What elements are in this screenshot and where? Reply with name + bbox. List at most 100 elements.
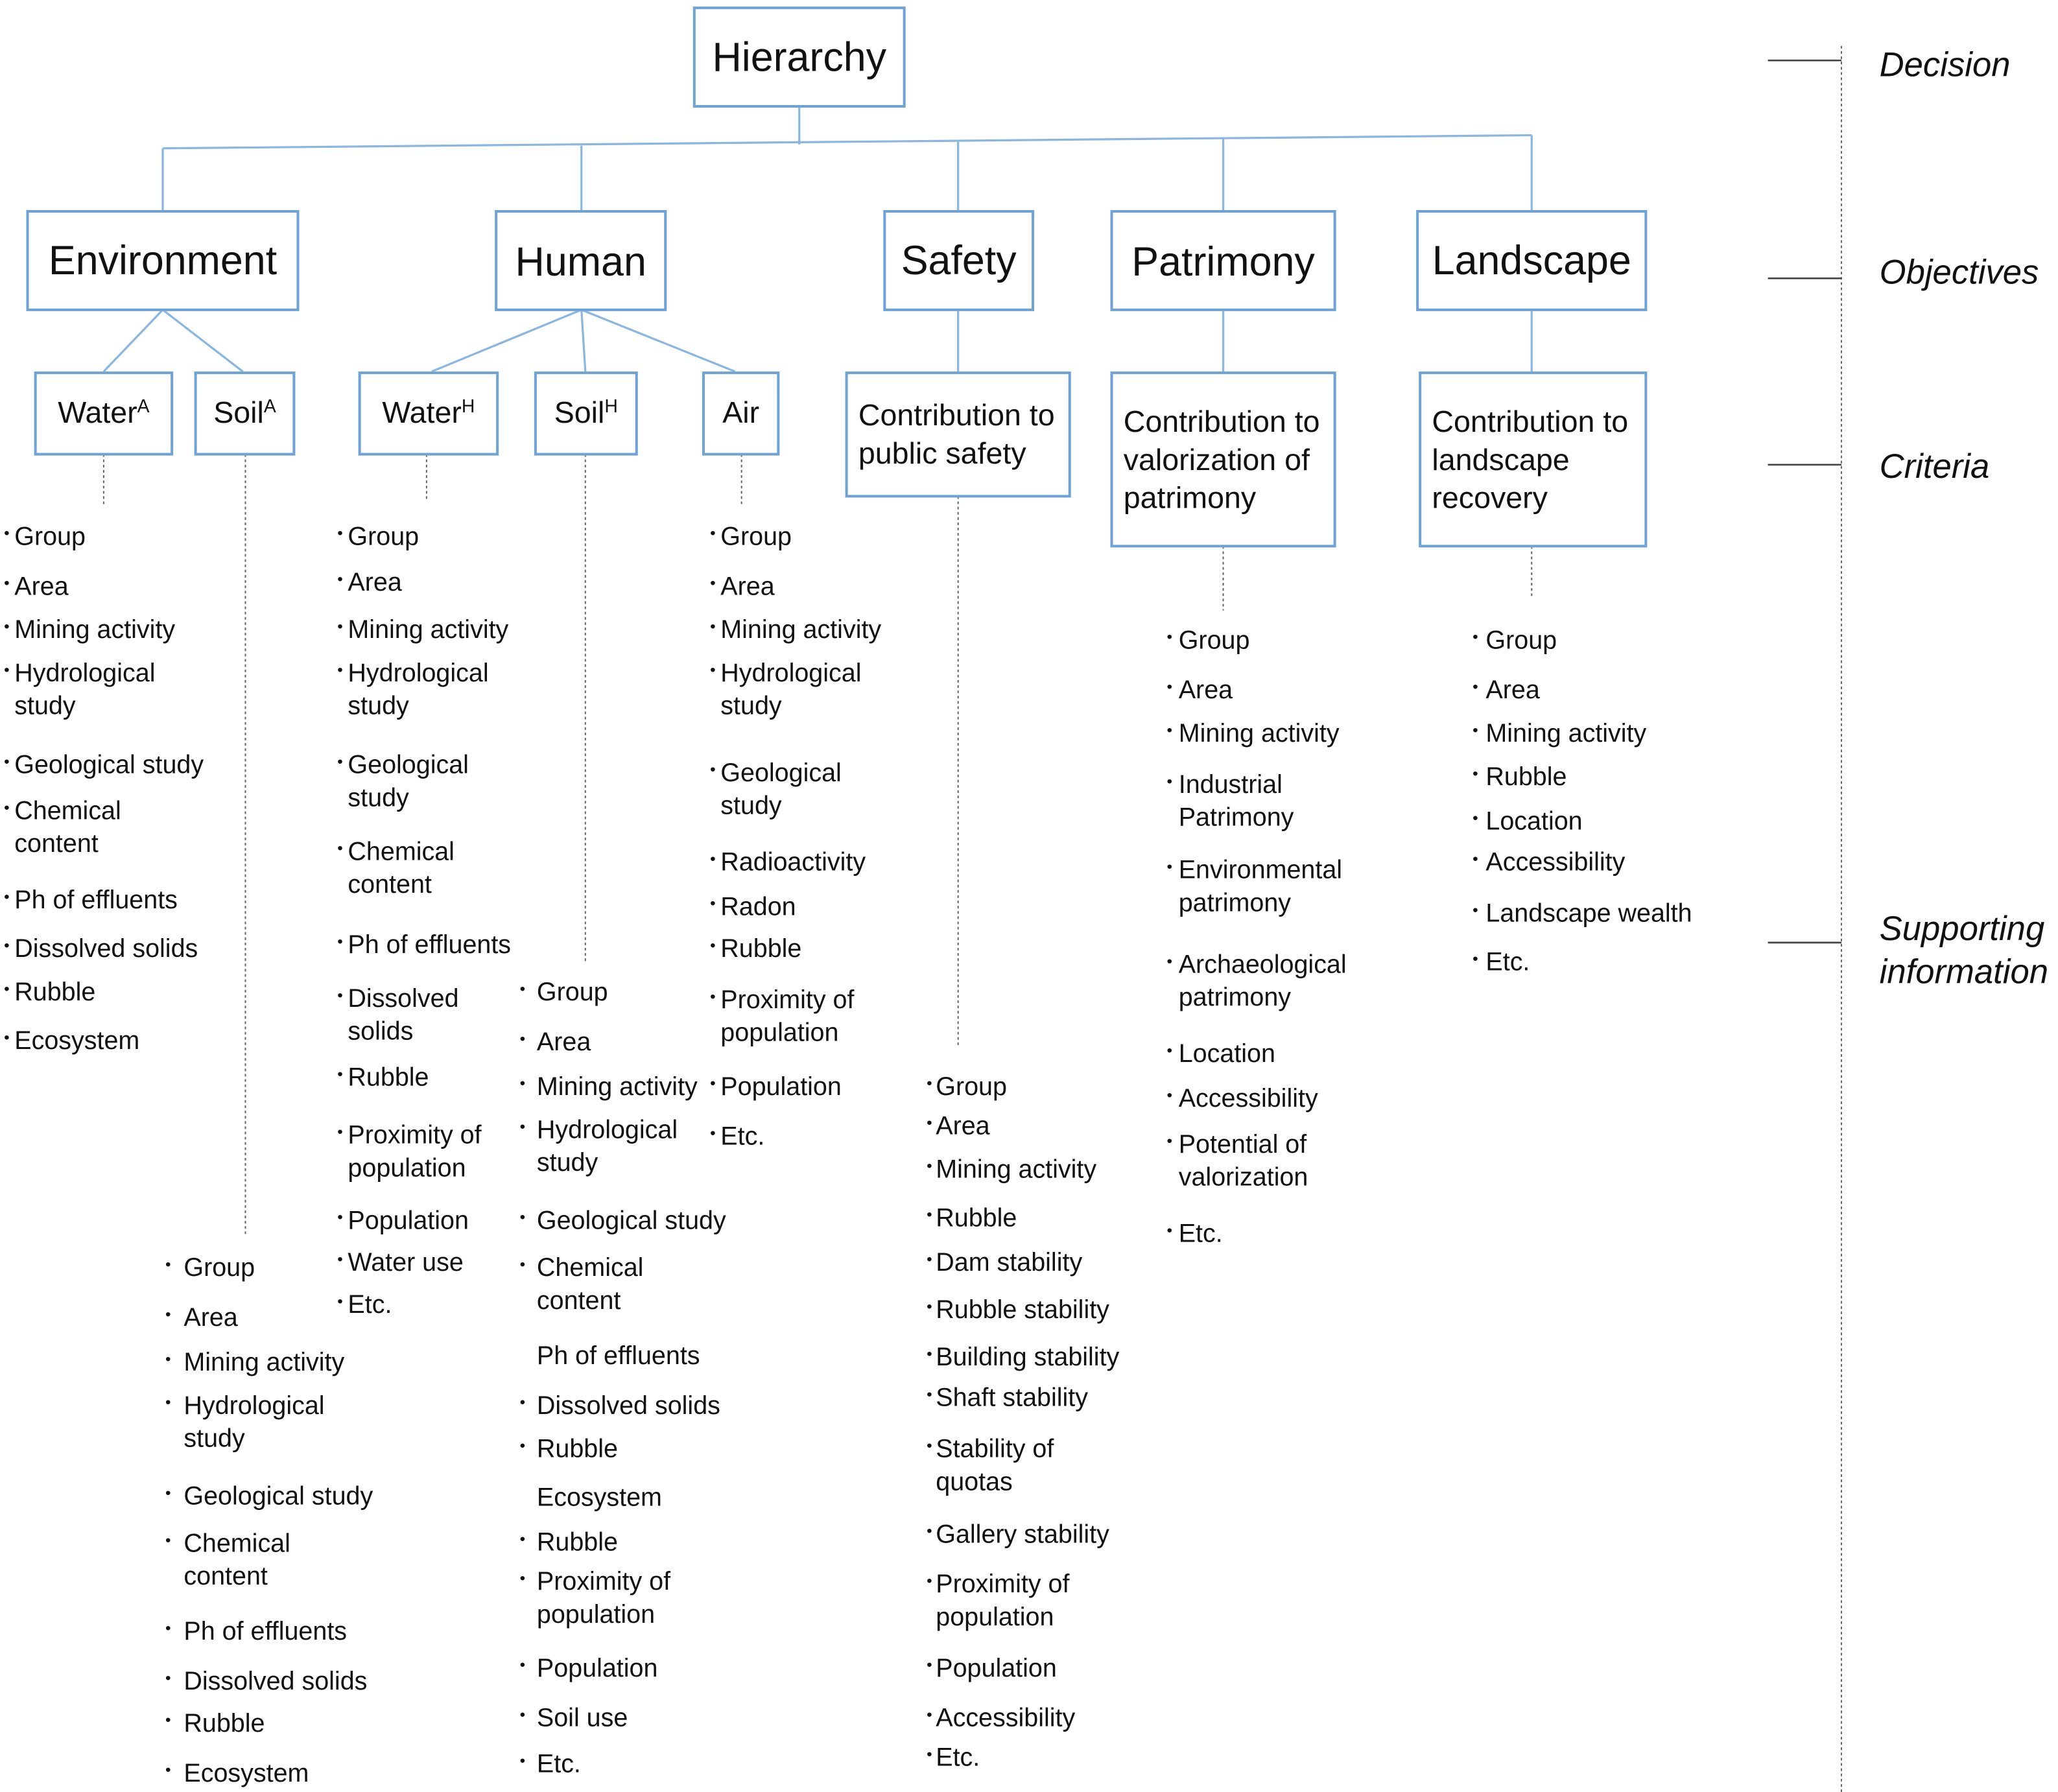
objective-label: Landscape — [1432, 237, 1631, 283]
list-item: Chemical content — [348, 837, 455, 900]
bullet-icon: • — [165, 1255, 171, 1274]
level-criteria: Criteria — [1879, 446, 1990, 486]
list-item: Ph of effluents — [348, 930, 512, 960]
bullet-icon: • — [519, 1393, 526, 1411]
bullet-icon: • — [927, 1745, 932, 1763]
connector-line — [102, 309, 164, 373]
bullet-icon: • — [927, 1571, 932, 1590]
list-item: Group — [14, 522, 86, 552]
bullet-icon: • — [519, 1751, 526, 1770]
bullet-icon: • — [1473, 901, 1478, 919]
bullet-icon: • — [337, 523, 343, 543]
bullet-icon: • — [710, 1074, 716, 1092]
bullet-icon: • — [710, 760, 716, 779]
bullet-icon: • — [1166, 1221, 1173, 1240]
list-item: Group — [183, 1253, 255, 1283]
bullet-icon: • — [519, 979, 526, 998]
list-item: Area — [183, 1303, 238, 1333]
list-item: Hydrological study — [536, 1116, 678, 1178]
list-item: Dissolved solids — [14, 934, 198, 964]
bullet-icon: • — [337, 1291, 343, 1310]
list-item: Ecosystem — [183, 1759, 309, 1788]
list-item: Group — [936, 1072, 1007, 1102]
bullet-icon: • — [1166, 772, 1173, 790]
bullet-icon: • — [519, 1655, 526, 1674]
bullet-icon: • — [165, 1760, 171, 1779]
list-item: Area — [348, 568, 402, 598]
list-item: Dissolved solids — [536, 1391, 720, 1421]
bullet-icon: • — [1473, 949, 1478, 968]
list-item: Group — [720, 522, 792, 552]
objective-label: Environment — [48, 237, 278, 283]
list-item: Landscape wealth — [1485, 899, 1692, 928]
bullet-icon: • — [519, 1255, 526, 1274]
list-item: Proximity of population — [348, 1121, 482, 1183]
list-item: Etc. — [936, 1743, 980, 1773]
list-item: Hydrological study — [348, 659, 489, 721]
criterion-public-safety: Contribution to public safety — [845, 371, 1071, 498]
list-item: Accessibility — [1485, 848, 1626, 877]
list-item: Etc. — [1178, 1220, 1223, 1249]
list-item: Stability of quotas — [936, 1435, 1054, 1497]
list-item: Geological study — [348, 751, 469, 813]
list-item: Shaft stability — [936, 1384, 1089, 1413]
bullet-icon: • — [710, 987, 716, 1006]
connector-line — [162, 309, 244, 373]
list-item: Mining activity — [1485, 719, 1647, 749]
list-item: Chemical content — [14, 797, 121, 859]
bullet-icon: • — [165, 1531, 171, 1550]
list-item: Hydrological study — [183, 1391, 325, 1454]
bullet-icon: • — [4, 523, 10, 543]
bullet-icon: • — [165, 1483, 171, 1502]
bullet-icon: • — [710, 523, 716, 543]
list-item: Rubble — [536, 1527, 618, 1557]
criterion-landscape-recovery: Contribution to landscape recovery — [1419, 371, 1648, 548]
list-item: Potential of valorization — [1178, 1130, 1308, 1192]
list-item: Building stability — [936, 1343, 1120, 1373]
list-item: Hydrological study — [14, 659, 156, 721]
list-item: Location — [1485, 807, 1583, 836]
bullet-icon: • — [1473, 808, 1478, 827]
criterion-label: Contribution to public safety — [858, 397, 1055, 470]
bullet-icon: • — [4, 979, 10, 998]
list-item: Area — [720, 572, 775, 602]
level-objectives: Objectives — [1879, 252, 2039, 292]
bullet-icon: • — [710, 617, 716, 636]
list-item: Proximity of population — [936, 1570, 1070, 1632]
bullet-icon: • — [710, 936, 716, 955]
list-item: Accessibility — [1178, 1084, 1318, 1114]
list-item: Mining activity — [183, 1348, 345, 1378]
criterion-subscript: A — [137, 395, 150, 416]
list-item: Etc. — [348, 1290, 392, 1320]
bullet-icon: • — [4, 887, 10, 906]
bullet-icon: • — [927, 1205, 932, 1224]
list-item: Chemical content — [183, 1529, 290, 1592]
bullet-icon: • — [337, 752, 343, 771]
bullet-icon: • — [927, 1249, 932, 1269]
list-item: Geological study — [720, 759, 842, 821]
decision-label: Hierarchy — [712, 33, 886, 80]
bullet-icon: • — [337, 838, 343, 858]
bullet-icon: • — [4, 798, 10, 817]
bullet-icon: • — [337, 569, 343, 589]
bullet-icon: • — [927, 1521, 932, 1540]
objective-label: Human — [515, 239, 646, 285]
bullet-icon: • — [4, 936, 10, 955]
list-item: Population — [536, 1654, 658, 1683]
bullet-icon: • — [927, 1436, 932, 1455]
bullet-icon: • — [519, 1529, 526, 1548]
bullet-icon: • — [165, 1668, 171, 1687]
connector-line — [431, 309, 582, 373]
list-item: Gallery stability — [936, 1520, 1109, 1550]
list-item: Chemical content — [536, 1253, 644, 1315]
bullet-icon: • — [4, 573, 10, 593]
bullet-icon: • — [927, 1655, 932, 1674]
bullet-icon: • — [519, 1117, 526, 1136]
bullet-icon: • — [1473, 849, 1478, 868]
bullet-icon: • — [519, 1029, 526, 1048]
list-item: Mining activity — [14, 615, 176, 645]
bullet-icon: • — [927, 1344, 932, 1363]
bullet-icon: • — [1166, 677, 1173, 696]
